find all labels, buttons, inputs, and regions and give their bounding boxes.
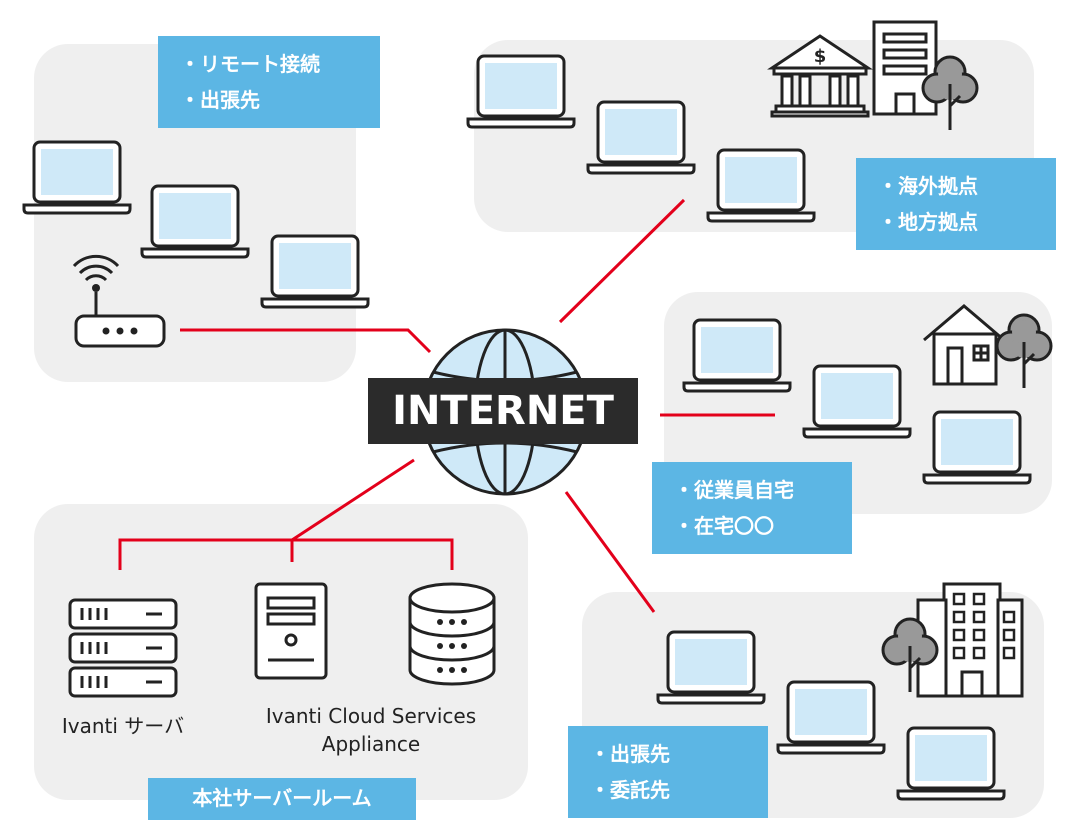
server-rack-icon xyxy=(68,598,178,698)
laptop-icon xyxy=(140,184,250,259)
home-item: 在宅〇〇 xyxy=(674,508,852,544)
connection-lines xyxy=(118,198,775,613)
laptop-icon xyxy=(22,140,132,215)
home-item: 従業員自宅 xyxy=(674,472,852,508)
home-tag: 従業員自宅 在宅〇〇 xyxy=(652,462,852,554)
ivanti-server-label: Ivanti サーバ xyxy=(61,714,185,738)
partner-item: 出張先 xyxy=(590,736,768,772)
overseas-item: 海外拠点 xyxy=(878,168,1056,204)
csa-label-line1: Ivanti Cloud Services xyxy=(265,704,477,728)
internet-label: INTERNET xyxy=(368,378,638,444)
remote-item: 出張先 xyxy=(180,82,380,118)
laptop-icon xyxy=(682,318,792,393)
server-room-title: 本社サーバールーム xyxy=(148,778,416,820)
wifi-router-icon xyxy=(72,254,166,348)
partner-item: 委託先 xyxy=(590,772,768,808)
csa-label-line2: Appliance xyxy=(321,732,421,756)
office-building-icon xyxy=(872,20,938,116)
house-icon xyxy=(923,304,1005,386)
laptop-icon xyxy=(776,680,886,755)
database-icon xyxy=(408,582,496,686)
laptop-icon xyxy=(260,234,370,309)
laptop-icon xyxy=(466,54,576,129)
overseas-item: 地方拠点 xyxy=(878,204,1056,240)
tree-icon xyxy=(995,313,1053,390)
partner-tag: 出張先 委託先 xyxy=(568,726,768,818)
laptop-icon xyxy=(706,148,816,223)
laptop-icon xyxy=(586,100,696,175)
remote-item: リモート接続 xyxy=(180,46,380,82)
laptop-icon xyxy=(896,726,1006,801)
laptop-icon xyxy=(922,410,1032,485)
tower-server-icon xyxy=(254,582,328,680)
svg-text:$: $ xyxy=(814,46,827,67)
laptop-icon xyxy=(802,364,912,439)
overseas-tag: 海外拠点 地方拠点 xyxy=(856,158,1056,250)
laptop-icon xyxy=(656,630,766,705)
remote-tag: リモート接続 出張先 xyxy=(158,36,380,128)
bank-icon: $ xyxy=(767,34,873,118)
